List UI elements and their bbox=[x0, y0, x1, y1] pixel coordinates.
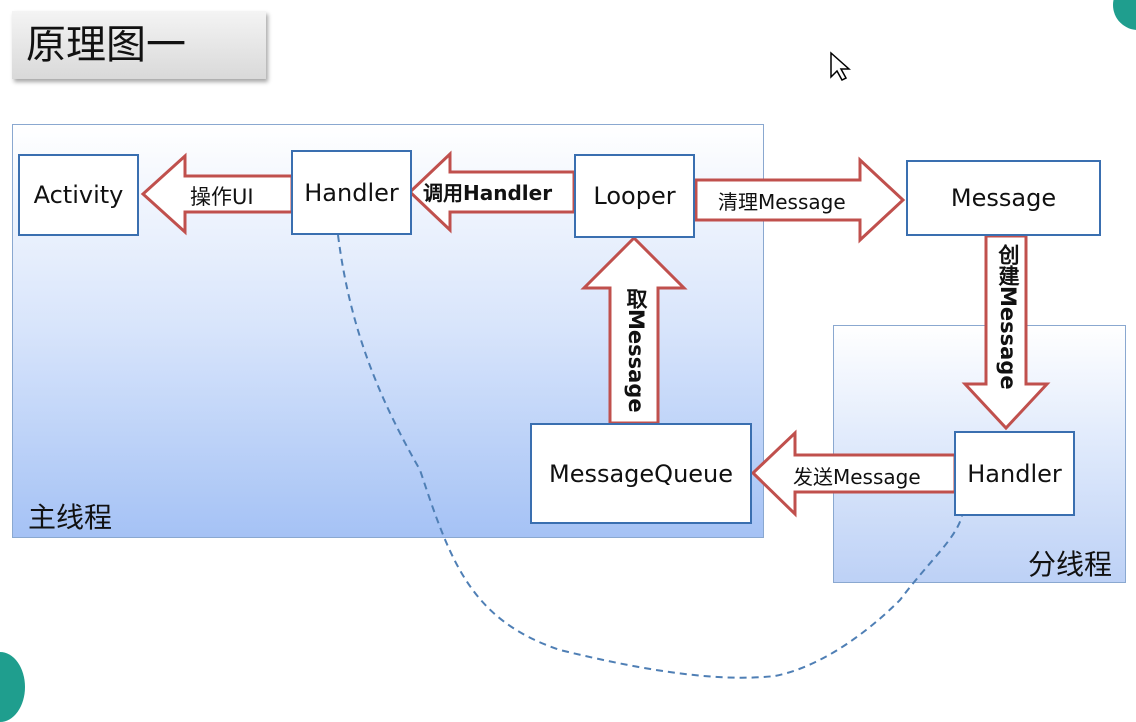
node-handler-sub: Handler bbox=[954, 431, 1075, 516]
label-call-handler: 调用Handler bbox=[423, 181, 553, 205]
arrow-clean-message bbox=[694, 156, 906, 244]
diagram-connectors bbox=[140, 51, 1051, 679]
arrow-create-message bbox=[961, 234, 1051, 431]
arrow-call-handler bbox=[407, 150, 576, 234]
label-clean-message: 清理Message bbox=[718, 190, 846, 214]
label-send-message: 发送Message bbox=[793, 465, 921, 489]
arrow-operate-ui bbox=[140, 152, 294, 236]
node-message: Message bbox=[906, 160, 1101, 236]
sub-thread-label: 分线程 bbox=[1028, 548, 1113, 581]
arrow-take-message bbox=[580, 235, 688, 425]
mouse-cursor-icon bbox=[830, 51, 851, 81]
slide-title: 原理图一 bbox=[12, 11, 266, 79]
node-message-queue: MessageQueue bbox=[530, 423, 752, 524]
label-create-message: 创建Message bbox=[996, 244, 1020, 390]
node-activity: Activity bbox=[18, 154, 139, 236]
label-take-message: 取Message bbox=[624, 288, 648, 413]
label-operate-ui: 操作UI bbox=[190, 185, 254, 209]
main-thread-label: 主线程 bbox=[28, 501, 113, 534]
handler-link-dashed bbox=[337, 234, 963, 679]
arrow-send-message bbox=[750, 429, 957, 518]
node-handler-main: Handler bbox=[291, 150, 412, 235]
node-looper: Looper bbox=[574, 154, 695, 238]
